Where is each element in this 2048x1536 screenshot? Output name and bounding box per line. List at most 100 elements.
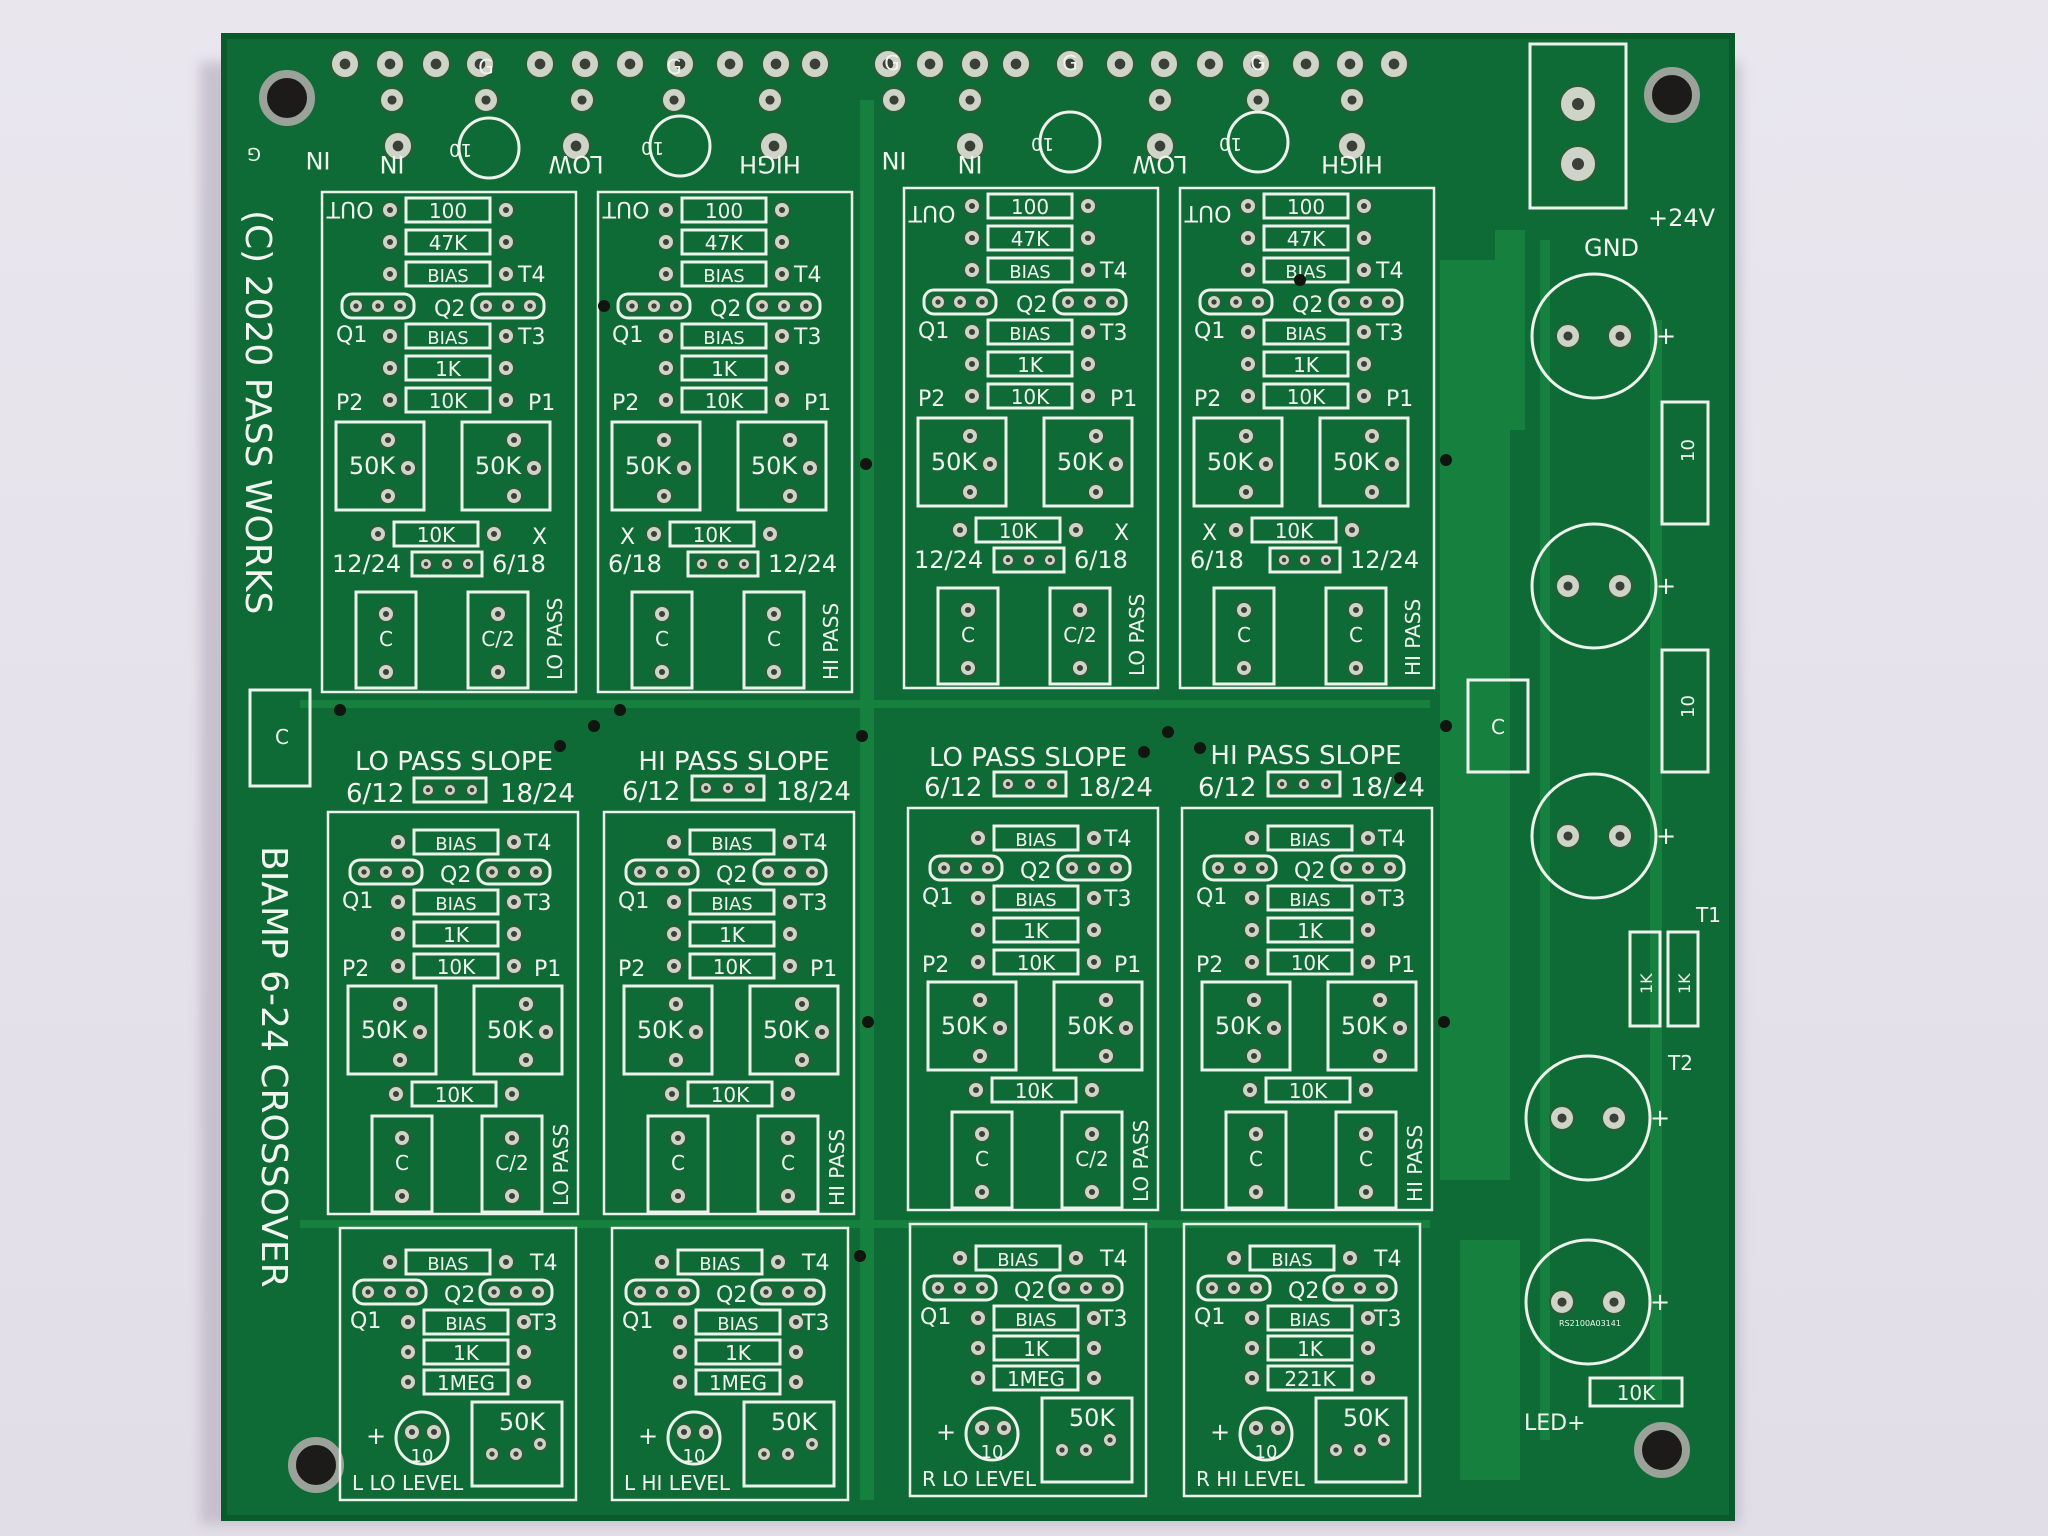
transistor-outline: [1330, 854, 1406, 882]
silk-label: 50K: [941, 1012, 989, 1040]
silk-label: Q2: [710, 297, 741, 322]
transistor-outline: [750, 1278, 826, 1306]
potentiometer-outline: [926, 980, 1018, 1072]
ground-mark: G: [666, 55, 682, 79]
resistor-outline: [1248, 1244, 1336, 1272]
copyright-text: (C) 2020 PASS WORKS: [237, 210, 278, 614]
silk-label: 10K: [1289, 1079, 1328, 1103]
silk-label: T3: [529, 1311, 557, 1336]
capacitor-outline: [936, 586, 1000, 686]
resistor-outline: [1262, 224, 1350, 252]
silk-label: Q1: [612, 323, 643, 348]
silk-label: HI PASS: [1403, 1125, 1427, 1202]
transistor-outline: [352, 1278, 428, 1306]
silk-label: BIAS: [717, 1314, 758, 1335]
transistor-outline: [746, 292, 822, 320]
silk-label: 1K: [711, 357, 738, 381]
silk-label: OUT: [602, 196, 649, 221]
silk-label: C: [781, 1151, 795, 1175]
resistor-outline: [1266, 1334, 1354, 1362]
transistor-outline: [928, 854, 1004, 882]
silk-label: T3: [1377, 887, 1405, 912]
silk-label: Q2: [1294, 859, 1325, 884]
silk-label: BIAS: [703, 328, 744, 349]
potentiometer-outline: [460, 420, 552, 512]
power-section: +24V GND +++++ 10 10 C 1K 1K T1 T2 10K L…: [1466, 42, 1721, 1436]
silk-label: P2: [618, 957, 645, 982]
resistor-outline: [404, 386, 492, 414]
silk-label: BIAS: [445, 1314, 486, 1335]
transistor-outline: [470, 292, 546, 320]
silk-label: T4: [1377, 827, 1405, 852]
silk-label: C: [975, 1147, 989, 1171]
silk-label: Q1: [920, 1305, 951, 1330]
cap-value: 10: [641, 137, 664, 158]
capacitor-outline: [480, 1114, 544, 1214]
silk-label: LO PASS: [1129, 1120, 1153, 1202]
silk-label: 1MEG: [437, 1371, 495, 1395]
silk-label: 100: [705, 199, 743, 223]
silk-label: T4: [1099, 259, 1127, 284]
silk-label: BIAS: [1285, 262, 1326, 283]
silk-label: BIAS: [1289, 1310, 1330, 1331]
silk-label: Q2: [716, 1283, 747, 1308]
silk-label: P2: [1194, 387, 1221, 412]
potentiometer-outline: [334, 420, 426, 512]
silk-label: 1K: [719, 923, 746, 947]
resistor-outline: [1262, 382, 1350, 410]
silk-label: Q1: [922, 885, 953, 910]
silk-label: X: [1202, 521, 1217, 546]
silk-label: HI PASS: [825, 1129, 849, 1206]
resistor-outline: [1250, 516, 1338, 544]
silk-label: 50K: [763, 1016, 811, 1044]
silk-label: 50K: [1343, 1404, 1391, 1432]
silk-label: T3: [1099, 1307, 1127, 1332]
transistor-outline: [1056, 854, 1132, 882]
copper-traces: [300, 100, 1662, 1500]
hi-pass-slope-label: HI PASS SLOPE: [638, 747, 829, 777]
silk-label: 221K: [1284, 1367, 1336, 1391]
silk-label: R HI LEVEL: [1196, 1467, 1306, 1491]
electrolytic-capacitor: [1530, 522, 1658, 650]
resistor-outline: [986, 256, 1074, 284]
resistor-outline: [986, 318, 1074, 346]
silk-label: 50K: [637, 1016, 685, 1044]
silk-label: P1: [528, 391, 555, 416]
silk-label: +: [366, 1422, 386, 1450]
silk-label: 10: [683, 1446, 706, 1467]
resistor-outline: [1262, 350, 1350, 378]
silk-label: T3: [1375, 321, 1403, 346]
silk-label: Q2: [716, 863, 747, 888]
potentiometer-outline: [1042, 416, 1134, 508]
resistor-outline: [986, 350, 1074, 378]
silk-label: 12/24: [768, 550, 837, 578]
silk-label: 47K: [429, 231, 468, 255]
svg-text:18/24: 18/24: [1078, 773, 1153, 803]
resistor-outline: [410, 1080, 498, 1108]
silk-label: C: [379, 627, 393, 651]
silk-label: T3: [793, 325, 821, 350]
silk-label: T3: [801, 1311, 829, 1336]
silk-label: 47K: [705, 231, 744, 255]
silk-label: 10K: [711, 1083, 750, 1107]
electrolytic-capacitor: [1530, 272, 1658, 400]
svg-text:1K: 1K: [1637, 973, 1656, 994]
silk-label: 1MEG: [709, 1371, 767, 1395]
silk-label: T4: [793, 263, 821, 288]
resistor-outline: [694, 1368, 782, 1396]
led-label: LED+: [1524, 1411, 1586, 1436]
ground-mark: G: [1250, 51, 1266, 75]
transistor-outline: [922, 288, 998, 316]
ground-mark: G: [247, 143, 261, 164]
silk-label: Q1: [336, 323, 367, 348]
resistor-outline: [1262, 256, 1350, 284]
hi-pass-slope-label: HI PASS SLOPE: [1210, 741, 1401, 771]
silk-label: C/2: [495, 1151, 528, 1175]
silk-label: T3: [799, 891, 827, 916]
capacitor-outline: [1224, 1110, 1288, 1210]
silk-label: 6/18: [608, 550, 662, 578]
silk-label: BIAS: [1009, 262, 1050, 283]
silk-label: 47K: [1011, 227, 1050, 251]
